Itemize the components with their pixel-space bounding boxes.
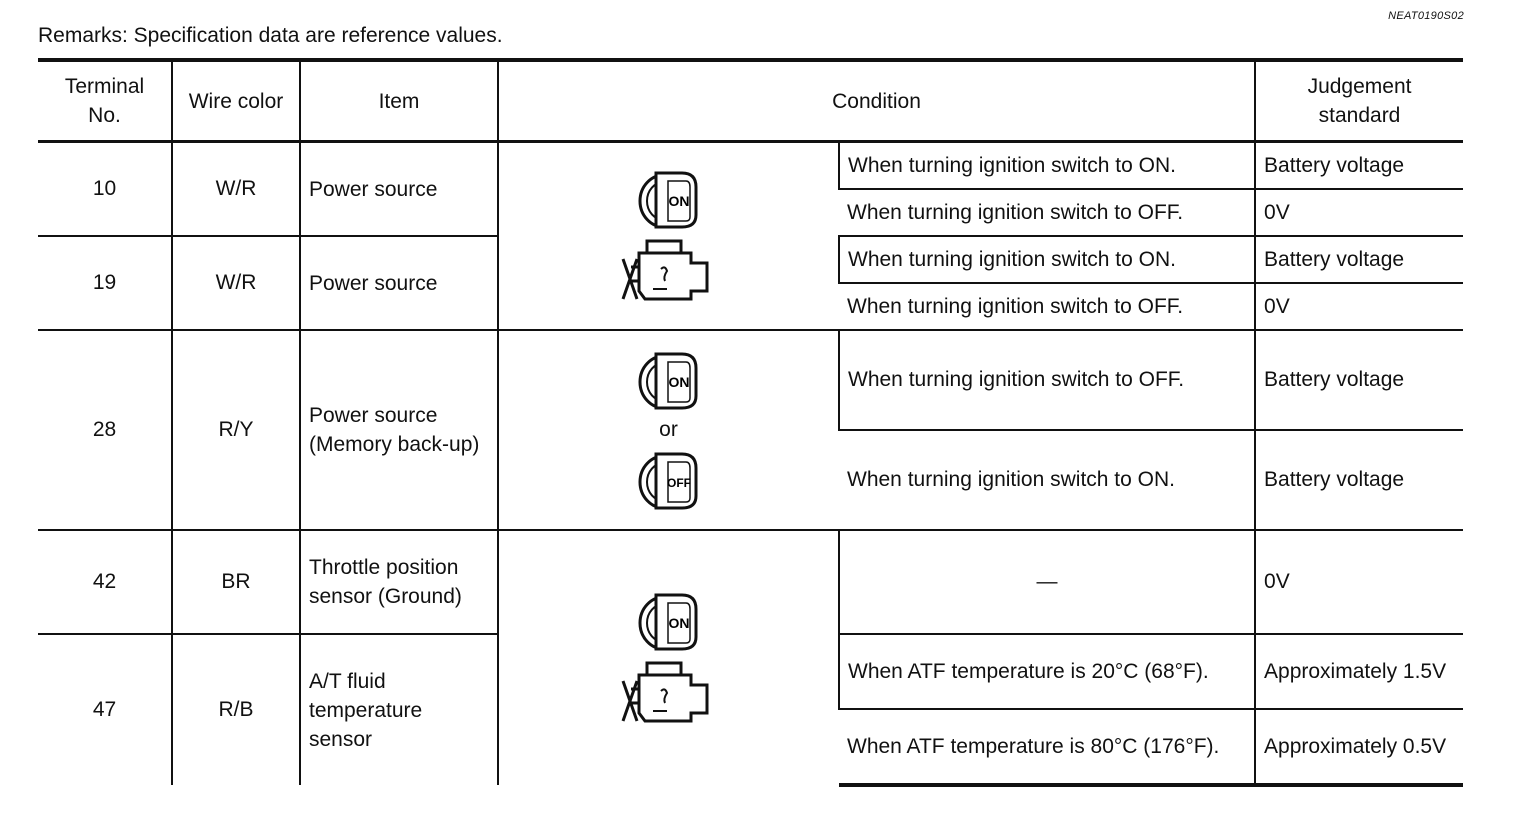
wire-color: W/R (171, 235, 300, 330)
judgement-value: 0V (1254, 188, 1464, 236)
judgement-value: Approximately 1.5V (1254, 633, 1464, 709)
item-name: Throttle position sensor (Ground) (299, 529, 498, 634)
terminal-number: 42 (38, 529, 172, 634)
condition-icons-cell: ON (497, 529, 839, 785)
wire-color: BR (171, 529, 300, 634)
wire-color: W/R (171, 140, 300, 236)
judgement-value: Battery voltage (1254, 329, 1464, 430)
condition-icons-cell: ON (497, 140, 839, 330)
header-item: Item (299, 58, 498, 142)
svg-text:ON: ON (668, 615, 689, 631)
terminal-number: 28 (38, 329, 172, 530)
item-name: Power source (299, 140, 498, 236)
header-wire-color: Wire color (171, 58, 300, 142)
svg-text:OFF: OFF (667, 476, 691, 490)
table-row: 28 R/Y Power source (Memory back-up) ON … (38, 329, 1464, 530)
terminal-number: 19 (38, 235, 172, 330)
terminal-spec-table: Terminal No. Wire color Item Condition J… (38, 58, 1464, 787)
table-row: When turning ignition switch to OFF. 0V (38, 188, 1464, 236)
ignition-key-on-icon: ON (638, 171, 697, 229)
terminal-number: 47 (38, 633, 172, 785)
judgement-value: Battery voltage (1254, 140, 1464, 189)
engine-not-running-icon (621, 661, 708, 723)
table-row: 42 BR Throttle position sensor (Ground) … (38, 529, 1464, 785)
wire-color: R/B (171, 633, 300, 785)
item-name: A/T fluid temperature sensor (299, 633, 498, 785)
table-row: When turning ignition switch to ON. Batt… (38, 429, 1464, 530)
svg-text:ON: ON (668, 193, 689, 209)
judgement-value: 0V (1254, 529, 1464, 634)
table-row: When ATF temperature is 80°C (176°F). Ap… (38, 708, 1464, 787)
or-text: or (659, 418, 678, 441)
table-row: 19 W/R Power source When turning ignitio… (38, 235, 1464, 330)
engine-not-running-icon (621, 239, 708, 301)
judgement-value: 0V (1254, 282, 1464, 330)
ignition-key-on-icon: ON (638, 352, 697, 410)
table-header-row: Terminal No. Wire color Item Condition J… (38, 58, 1464, 142)
condition-text: When ATF temperature is 80°C (176°F). (839, 708, 1256, 787)
document-reference-code: NEAT0190S02 (1388, 10, 1464, 22)
header-condition: Condition (496, 58, 1256, 142)
condition-text: When turning ignition switch to OFF. (839, 188, 1256, 236)
terminal-number: 10 (38, 140, 172, 236)
condition-text: When turning ignition switch to ON. (839, 429, 1256, 530)
condition-text: — (837, 529, 1256, 634)
condition-text: When turning ignition switch to OFF. (839, 282, 1256, 330)
judgement-value: Battery voltage (1254, 429, 1464, 530)
item-name: Power source (Memory back-up) (299, 329, 498, 530)
judgement-value: Approximately 0.5V (1254, 708, 1464, 787)
judgement-value: Battery voltage (1254, 235, 1464, 283)
svg-text:ON: ON (668, 374, 689, 390)
table-row: 10 W/R Power source ON (38, 140, 1464, 330)
condition-text: When turning ignition switch to ON. (837, 140, 1256, 189)
condition-text: When turning ignition switch to ON. (837, 235, 1256, 283)
header-terminal-no: Terminal No. (38, 58, 172, 142)
table-row: When turning ignition switch to OFF. 0V (38, 282, 1464, 330)
ignition-key-off-icon: OFF (638, 452, 697, 510)
condition-text: When ATF temperature is 20°C (68°F). (837, 633, 1256, 709)
condition-icons-cell: ON or OFF (497, 329, 839, 530)
header-judgement-standard: Judgement standard (1254, 58, 1464, 142)
condition-text: When turning ignition switch to OFF. (837, 329, 1256, 430)
remarks-text: Remarks: Specification data are referenc… (38, 24, 503, 47)
table-row: 47 R/B A/T fluid temperature sensor When… (38, 633, 1464, 785)
wire-color: R/Y (171, 329, 300, 530)
ignition-key-on-icon: ON (638, 593, 697, 651)
item-name: Power source (299, 235, 498, 330)
